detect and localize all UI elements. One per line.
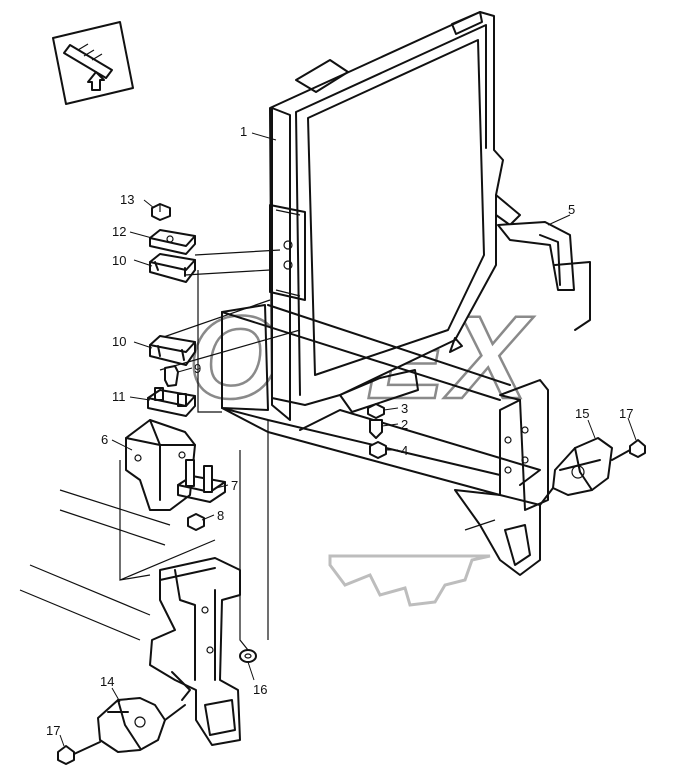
- center-fasteners: [367, 403, 387, 459]
- callout-4: 4: [401, 443, 408, 458]
- callout-16: 16: [253, 682, 267, 697]
- callout-7: 7: [231, 478, 238, 493]
- callout-12: 12: [112, 224, 126, 239]
- callout-3: 3: [401, 401, 408, 416]
- radiator-frame: [269, 11, 521, 421]
- right-hook: [539, 437, 613, 506]
- callout-2: 2: [401, 417, 408, 432]
- direction-arrow-icon: [52, 21, 134, 105]
- clamp-stack-upper: [149, 203, 196, 283]
- callouts: 1 2 3 4 5 6 7 8 9 10 10 11 12 13 14 15 1…: [46, 124, 633, 738]
- callout-13: 13: [120, 192, 134, 207]
- callout-6: 6: [101, 432, 108, 447]
- clamp-stack-lower: [147, 335, 196, 417]
- callout-17-left: 17: [46, 723, 60, 738]
- callout-9: 9: [194, 361, 201, 376]
- chassis-cross-member: [221, 304, 549, 576]
- lower-hook: [97, 697, 186, 753]
- callout-8: 8: [217, 508, 224, 523]
- callout-10-upper: 10: [112, 253, 126, 268]
- leader-lines: [59, 132, 637, 747]
- callout-1: 1: [240, 124, 247, 139]
- stud-plate: [177, 459, 226, 531]
- callout-11: 11: [112, 389, 126, 404]
- washer-and-bolts: [57, 439, 646, 765]
- callout-14: 14: [100, 674, 114, 689]
- left-lower-support: [149, 557, 241, 746]
- callout-10-lower: 10: [112, 334, 126, 349]
- callout-17-right: 17: [619, 406, 633, 421]
- callout-5: 5: [568, 202, 575, 217]
- callout-15: 15: [575, 406, 589, 421]
